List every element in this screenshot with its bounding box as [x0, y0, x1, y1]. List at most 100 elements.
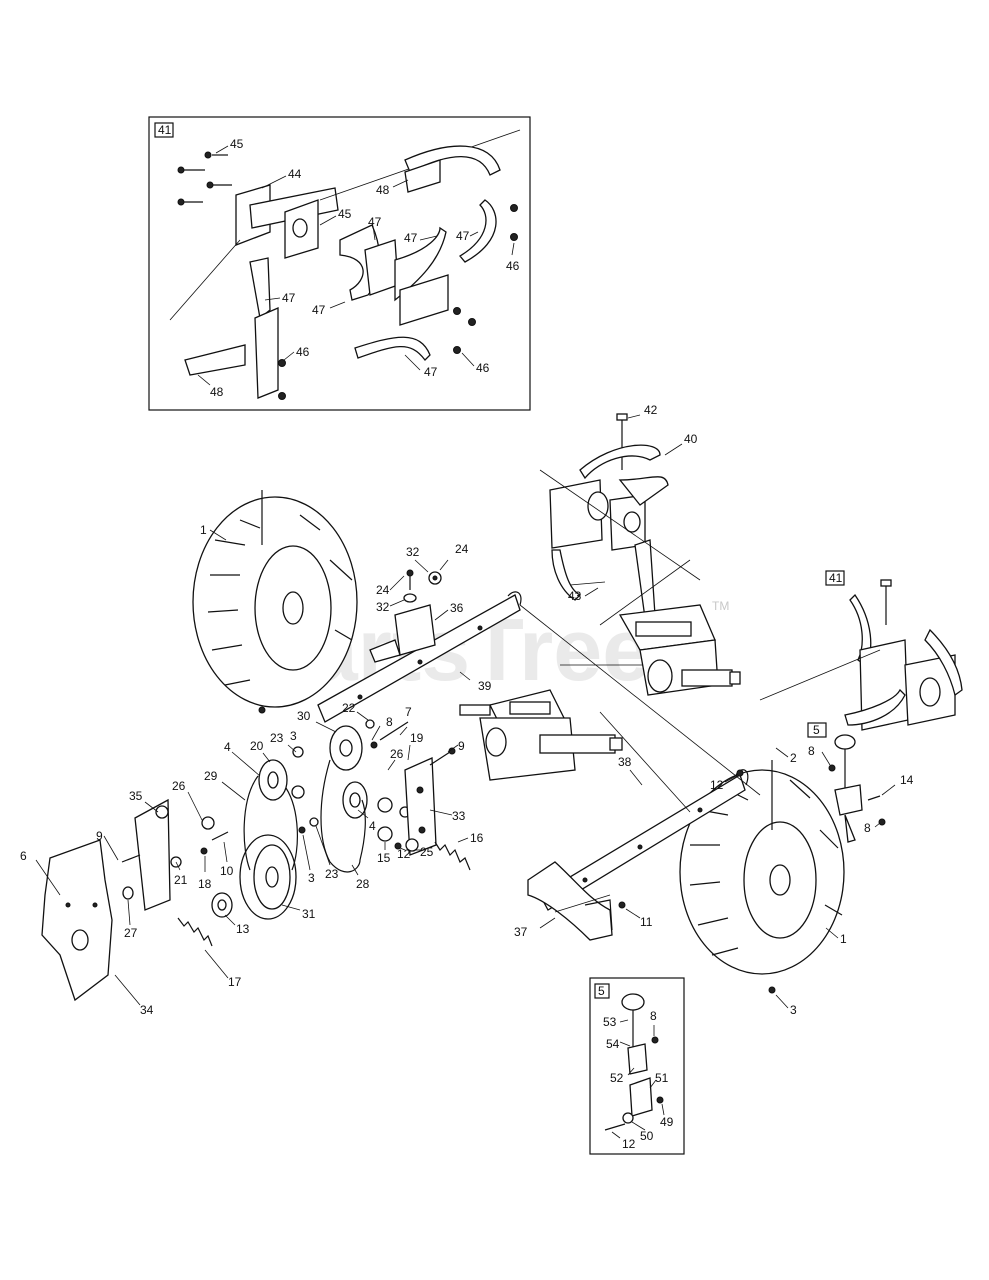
callout-7: 7 — [405, 705, 412, 719]
callout-3: 3 — [790, 1003, 797, 1017]
callout-47: 47 — [404, 231, 418, 245]
callout-3: 3 — [290, 729, 297, 743]
callout-46: 46 — [476, 361, 490, 375]
callout-35: 35 — [129, 789, 143, 803]
shield-part — [527, 861, 641, 941]
callout-8: 8 — [650, 1009, 657, 1023]
callout-32: 32 — [376, 600, 390, 614]
callout-20: 20 — [250, 739, 264, 753]
callout-28: 28 — [356, 877, 370, 891]
callout-21: 21 — [174, 873, 188, 887]
callout-29: 29 — [204, 769, 218, 783]
callout-47: 47 — [282, 291, 296, 305]
callout-10: 10 — [220, 864, 234, 878]
bracket-group-36 — [369, 559, 449, 663]
callout-52: 52 — [610, 1071, 624, 1085]
wheel-left — [192, 490, 358, 714]
callout-42: 42 — [644, 403, 658, 417]
callout-23: 23 — [325, 867, 339, 881]
nuts-group — [278, 204, 518, 400]
callout-13: 13 — [236, 922, 250, 936]
callout-33: 33 — [452, 809, 466, 823]
inset-ref-41: 41 — [158, 123, 172, 137]
callout-53: 53 — [603, 1015, 617, 1029]
belt-drive-group — [41, 719, 471, 1002]
callout-1: 1 — [200, 523, 207, 537]
callout-31: 31 — [302, 907, 316, 921]
tine-blades — [184, 145, 501, 399]
callout-39: 39 — [478, 679, 492, 693]
callout-4: 4 — [369, 819, 376, 833]
callout-27: 27 — [124, 926, 138, 940]
frame-rail-lower — [539, 769, 749, 911]
callout-16: 16 — [470, 831, 484, 845]
callout-38: 38 — [618, 755, 632, 769]
callout-37: 37 — [514, 925, 528, 939]
callout-51: 51 — [655, 1071, 669, 1085]
callout-47: 47 — [312, 303, 326, 317]
callout-45: 45 — [230, 137, 244, 151]
callout-11: 11 — [640, 915, 653, 929]
callout-36: 36 — [450, 601, 464, 615]
callout-34: 34 — [140, 1003, 154, 1017]
callout-40: 40 — [684, 432, 698, 446]
callout-12: 12 — [622, 1137, 636, 1151]
tine-hub — [169, 129, 521, 321]
watermark-trademark: TM — [712, 599, 729, 613]
alignment-lines — [519, 604, 761, 913]
callout-23: 23 — [270, 731, 284, 745]
callout-45: 45 — [338, 207, 352, 221]
callout-3: 3 — [308, 871, 315, 885]
callout-6: 6 — [20, 849, 27, 863]
callout-30: 30 — [297, 709, 311, 723]
wheel-right — [679, 760, 845, 994]
callout-47: 47 — [368, 215, 382, 229]
tine-assembly-inset: 41 — [148, 116, 531, 411]
callout-26: 26 — [172, 779, 186, 793]
callout-46: 46 — [296, 345, 310, 359]
callout-8: 8 — [386, 715, 393, 729]
inset-ref-5: 5 — [598, 984, 605, 998]
callout-2: 2 — [790, 751, 797, 765]
callout-43: 43 — [568, 589, 582, 603]
inset-ref-41: 41 — [829, 571, 843, 585]
inset-leaders — [197, 145, 515, 386]
callout-54: 54 — [606, 1037, 620, 1051]
callout-19: 19 — [410, 731, 424, 745]
shift-lever-inset: 5 — [589, 977, 685, 1155]
tine-assembly-right: 41 — [759, 570, 963, 731]
callout-50: 50 — [640, 1129, 654, 1143]
callout-8: 8 — [808, 744, 815, 758]
callout-8: 8 — [864, 821, 871, 835]
callout-1: 1 — [840, 932, 847, 946]
callout-15: 15 — [377, 851, 391, 865]
callout-47: 47 — [424, 365, 438, 379]
callout-12: 12 — [397, 847, 411, 861]
belt-drive-leaders — [35, 711, 469, 1006]
callout-14: 14 — [900, 773, 914, 787]
tine-assembly-upper — [539, 413, 701, 626]
callout-9: 9 — [96, 829, 103, 843]
callout-9: 9 — [458, 739, 465, 753]
callout-25: 25 — [420, 845, 434, 859]
callout-48: 48 — [376, 183, 390, 197]
callout-26: 26 — [390, 747, 404, 761]
bolts-group — [177, 151, 232, 206]
callout-24: 24 — [376, 583, 390, 597]
callout-32: 32 — [406, 545, 420, 559]
callout-47: 47 — [456, 229, 470, 243]
callout-48: 48 — [210, 385, 224, 399]
callout-22: 22 — [342, 701, 356, 715]
callout-44: 44 — [288, 167, 302, 181]
transmission-lower — [459, 689, 623, 781]
callout-24: 24 — [455, 542, 469, 556]
callout-12: 12 — [710, 778, 724, 792]
callout-4: 4 — [224, 740, 231, 754]
callout-49: 49 — [660, 1115, 674, 1129]
transmission-upper — [560, 604, 741, 696]
callout-17: 17 — [228, 975, 242, 989]
inset-ref-5: 5 — [813, 723, 820, 737]
frame-rail-upper — [317, 591, 522, 723]
callout-18: 18 — [198, 877, 212, 891]
